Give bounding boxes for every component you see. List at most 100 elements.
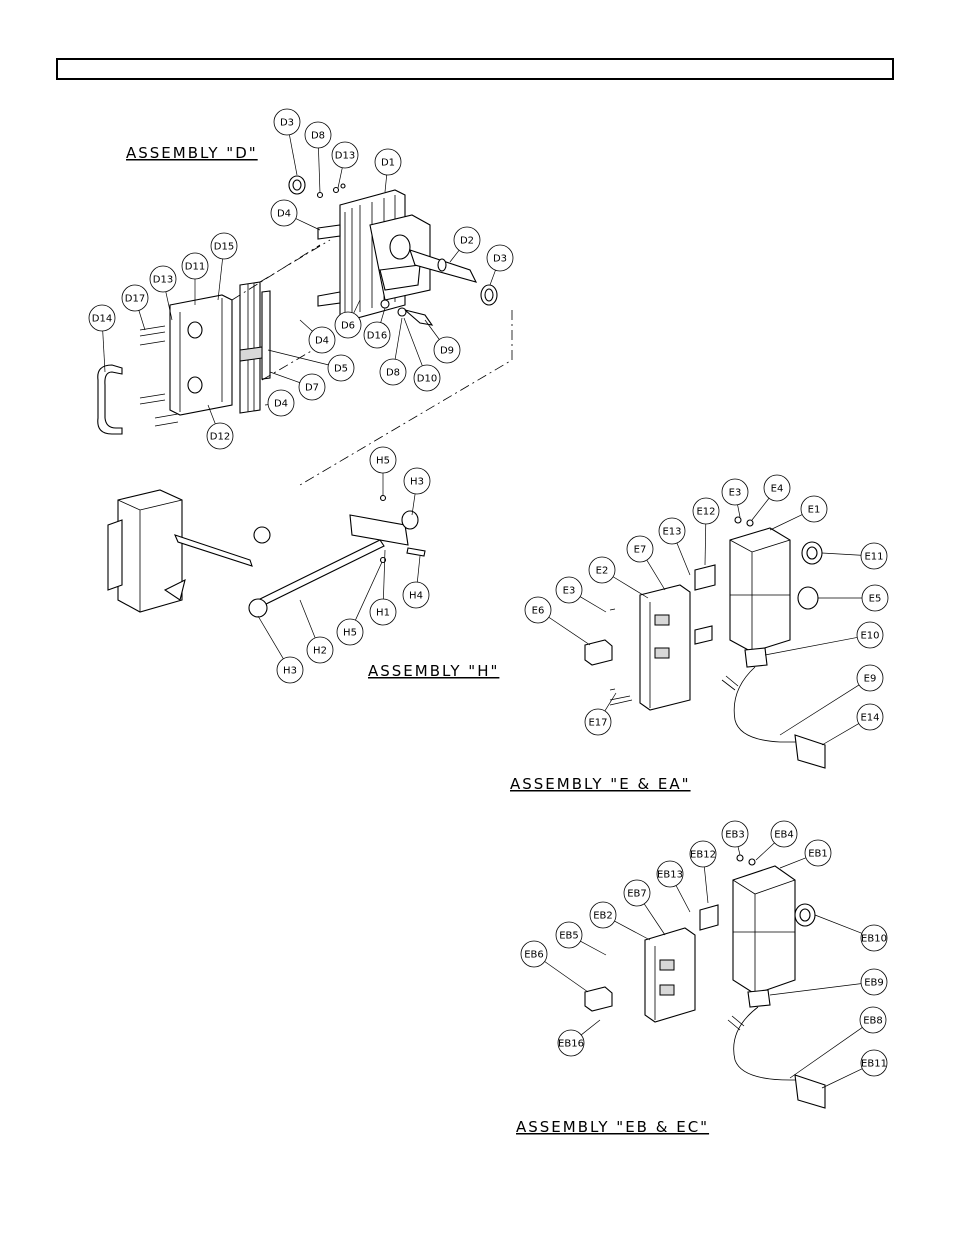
callout-label: EB9 bbox=[864, 978, 884, 989]
callout-label: D2 bbox=[460, 236, 474, 247]
assembly-eb-title: ASSEMBLY "EB & EC" bbox=[516, 1118, 709, 1136]
callout-label: D14 bbox=[92, 314, 112, 325]
callout-label: EB1 bbox=[808, 849, 828, 860]
callout-h-3: H4 bbox=[403, 556, 429, 608]
callout-label: EB10 bbox=[861, 934, 887, 945]
callout-label: EB12 bbox=[690, 850, 716, 861]
callout-label: E4 bbox=[771, 484, 784, 495]
callout-label: H3 bbox=[410, 477, 424, 488]
callout-h-6: H2 bbox=[300, 600, 333, 663]
callout-leader-line bbox=[822, 553, 861, 555]
callout-eb-1: EB3 bbox=[722, 821, 748, 855]
callout-leader-line bbox=[704, 867, 708, 903]
callout-label: D10 bbox=[417, 374, 437, 385]
callout-leader-line bbox=[738, 505, 740, 517]
callout-e-15: E14 bbox=[822, 704, 883, 745]
callout-e-1: E3 bbox=[722, 479, 748, 517]
callout-leader-line bbox=[580, 597, 606, 612]
callout-label: D8 bbox=[386, 368, 400, 379]
callout-eb-10: EB6 bbox=[521, 941, 588, 992]
callout-label: E13 bbox=[662, 527, 681, 538]
callout-leader-line bbox=[780, 858, 806, 868]
callout-label: E1 bbox=[808, 505, 821, 516]
callout-d-12: D14 bbox=[89, 305, 115, 372]
callout-leader-line bbox=[218, 259, 223, 300]
callout-h-1: H5 bbox=[370, 447, 396, 495]
callout-leader-line bbox=[770, 515, 802, 530]
callout-label: D12 bbox=[210, 432, 230, 443]
callout-e-8: E2 bbox=[589, 557, 648, 598]
callout-leader-line bbox=[300, 320, 312, 331]
callout-label: EB13 bbox=[657, 870, 683, 881]
callout-label: E10 bbox=[860, 631, 879, 642]
callout-leader-line bbox=[822, 1069, 862, 1088]
callout-d-1: D3 bbox=[274, 109, 300, 175]
callout-leader-line bbox=[770, 984, 861, 995]
callout-leader-line bbox=[580, 941, 606, 955]
callout-label: D1 bbox=[381, 158, 395, 169]
callout-label: H5 bbox=[343, 628, 357, 639]
callout-label: E11 bbox=[864, 552, 883, 563]
callout-leader-line bbox=[490, 270, 495, 285]
callout-label: E6 bbox=[532, 606, 545, 617]
callout-d-8: D2 bbox=[450, 227, 480, 262]
callout-leader-line bbox=[613, 577, 648, 598]
callout-leader-line bbox=[676, 886, 690, 912]
callout-label: E9 bbox=[864, 674, 877, 685]
callout-label: EB11 bbox=[861, 1059, 887, 1070]
callout-eb-13: EB16 bbox=[558, 1020, 600, 1056]
callout-d-6: D15 bbox=[211, 233, 237, 300]
callout-e-11: E6 bbox=[525, 597, 590, 645]
callout-label: H3 bbox=[283, 666, 297, 677]
callout-label: EB8 bbox=[863, 1016, 883, 1027]
callout-leader-line bbox=[425, 320, 439, 340]
callout-d-11: D17 bbox=[122, 285, 148, 330]
callout-eb-3: EB12 bbox=[690, 841, 716, 903]
callout-d-7: D11 bbox=[182, 253, 208, 305]
callout-d-22: D12 bbox=[207, 405, 233, 449]
callout-leader-line bbox=[756, 843, 774, 860]
callout-h-7: H3 bbox=[258, 616, 303, 683]
callout-label: H1 bbox=[376, 608, 390, 619]
callout-d-16: D4 bbox=[300, 320, 335, 353]
callout-label: E12 bbox=[696, 507, 715, 518]
callout-label: EB4 bbox=[774, 830, 794, 841]
callout-leader-line bbox=[644, 904, 665, 935]
callout-e-5: E13 bbox=[659, 518, 690, 575]
assembly-e-title: ASSEMBLY "E & EA" bbox=[510, 775, 691, 793]
callout-eb-5: EB13 bbox=[657, 861, 690, 912]
callout-label: D4 bbox=[315, 336, 329, 347]
callout-label: D7 bbox=[305, 383, 319, 394]
callout-eb-7: EB2 bbox=[590, 902, 650, 940]
callout-label: EB3 bbox=[725, 830, 745, 841]
callout-label: E14 bbox=[860, 713, 879, 724]
callout-label: EB16 bbox=[558, 1039, 584, 1050]
callout-label: H5 bbox=[376, 456, 390, 467]
callout-leader-line bbox=[790, 1027, 862, 1078]
assembly-e-callouts: E3E4E12E1E13E7E11E2E3E5E6E10E9E17E14 bbox=[525, 475, 888, 745]
callout-label: E17 bbox=[588, 718, 607, 729]
callout-label: D4 bbox=[277, 209, 291, 220]
callout-label: D3 bbox=[493, 254, 507, 265]
callout-leader-line bbox=[404, 318, 422, 366]
callout-label: D15 bbox=[214, 242, 234, 253]
callout-eb-2: EB4 bbox=[756, 821, 797, 860]
callout-label: EB5 bbox=[559, 931, 579, 942]
callout-label: D9 bbox=[440, 346, 454, 357]
assembly-d-title: ASSEMBLY "D" bbox=[126, 144, 258, 162]
callout-d-3: D13 bbox=[332, 142, 358, 188]
callout-leader-line bbox=[545, 961, 588, 992]
callout-leader-line bbox=[677, 543, 690, 575]
callout-leader-line bbox=[581, 1020, 600, 1035]
callout-leader-line bbox=[614, 921, 650, 940]
callout-e-6: E7 bbox=[627, 536, 665, 590]
callout-leader-line bbox=[300, 600, 315, 638]
callout-label: EB7 bbox=[627, 889, 647, 900]
callout-leader-line bbox=[549, 617, 590, 645]
callout-d-9: D3 bbox=[487, 245, 513, 285]
callout-leader-line bbox=[385, 175, 387, 192]
callout-e-7: E11 bbox=[822, 543, 887, 569]
callout-label: E2 bbox=[596, 566, 609, 577]
callout-leader-line bbox=[605, 693, 616, 711]
